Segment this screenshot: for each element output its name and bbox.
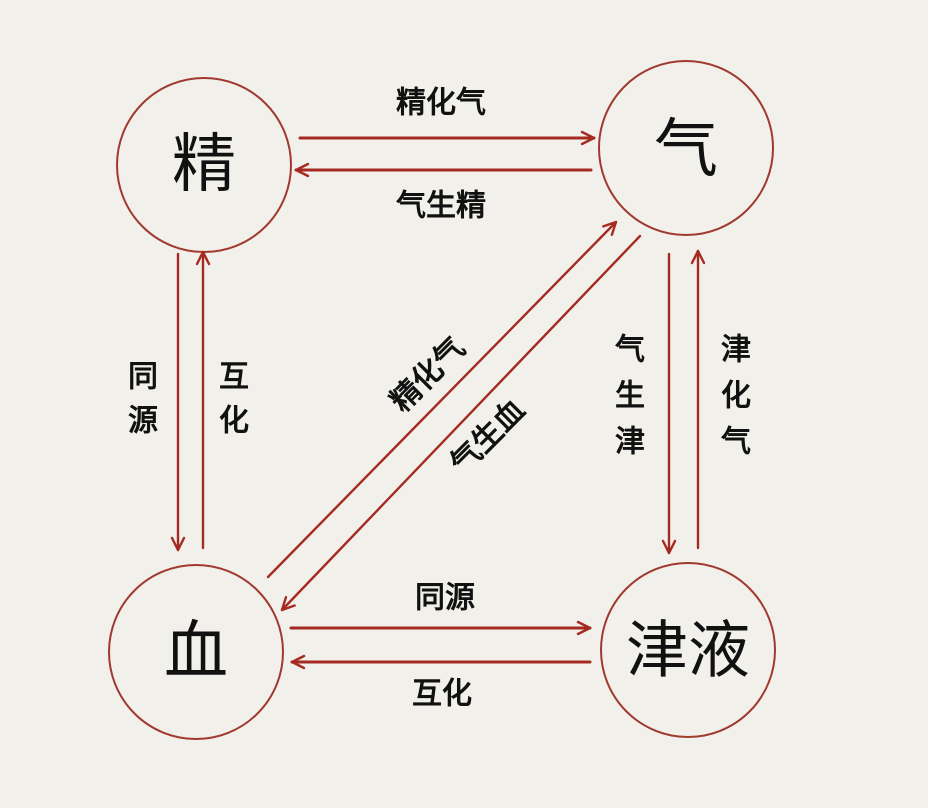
node-jing: 精 bbox=[116, 77, 292, 253]
label-qi-sheng-jin-char-2: 生 bbox=[615, 379, 645, 414]
label-qi-sheng-jin-char-3: 津 bbox=[615, 425, 645, 460]
node-xue: 血 bbox=[108, 564, 284, 740]
label-hu-hua-vertical: 互 化 bbox=[219, 360, 249, 439]
label-tong-yuan-vertical: 同 源 bbox=[128, 360, 158, 439]
label-jing-hua-qi-diagonal: 精化气 bbox=[384, 331, 472, 419]
label-hu-hua-char-2: 化 bbox=[219, 404, 249, 439]
node-jinye-label: 津液 bbox=[626, 614, 750, 687]
label-hu-hua-horizontal: 互化 bbox=[412, 677, 472, 712]
node-qi-circle bbox=[598, 60, 774, 236]
label-jin-hua-qi-char-1: 津 bbox=[721, 333, 751, 368]
node-jinye-circle bbox=[600, 562, 776, 738]
arrow-qi-to-xue bbox=[280, 234, 642, 612]
node-jing-label: 精 bbox=[172, 128, 236, 202]
node-xue-label: 血 bbox=[164, 615, 228, 689]
node-qi-label: 气 bbox=[654, 113, 718, 187]
label-qi-sheng-jin-char-1: 气 bbox=[615, 333, 645, 368]
arrow-xue-to-qi bbox=[266, 220, 618, 579]
label-jin-hua-qi-char-3: 气 bbox=[721, 425, 751, 460]
label-qi-sheng-xue-diagonal: 气生血 bbox=[444, 393, 532, 481]
node-xue-circle bbox=[108, 564, 284, 740]
label-jin-hua-qi-char-2: 化 bbox=[721, 379, 751, 414]
label-hu-hua-char-1: 互 bbox=[219, 360, 249, 395]
label-qi-sheng-jin-vertical: 气 生 津 bbox=[615, 333, 645, 460]
label-tong-yuan-char-1: 同 bbox=[128, 360, 158, 395]
node-jinye: 津液 bbox=[600, 562, 776, 738]
label-qi-sheng-jing: 气生精 bbox=[396, 189, 486, 224]
label-tong-yuan-char-2: 源 bbox=[128, 404, 158, 439]
node-qi: 气 bbox=[598, 60, 774, 236]
label-tong-yuan-horizontal: 同源 bbox=[415, 581, 475, 616]
label-jin-hua-qi-vertical: 津 化 气 bbox=[721, 333, 751, 460]
label-jing-hua-qi: 精化气 bbox=[396, 86, 486, 121]
